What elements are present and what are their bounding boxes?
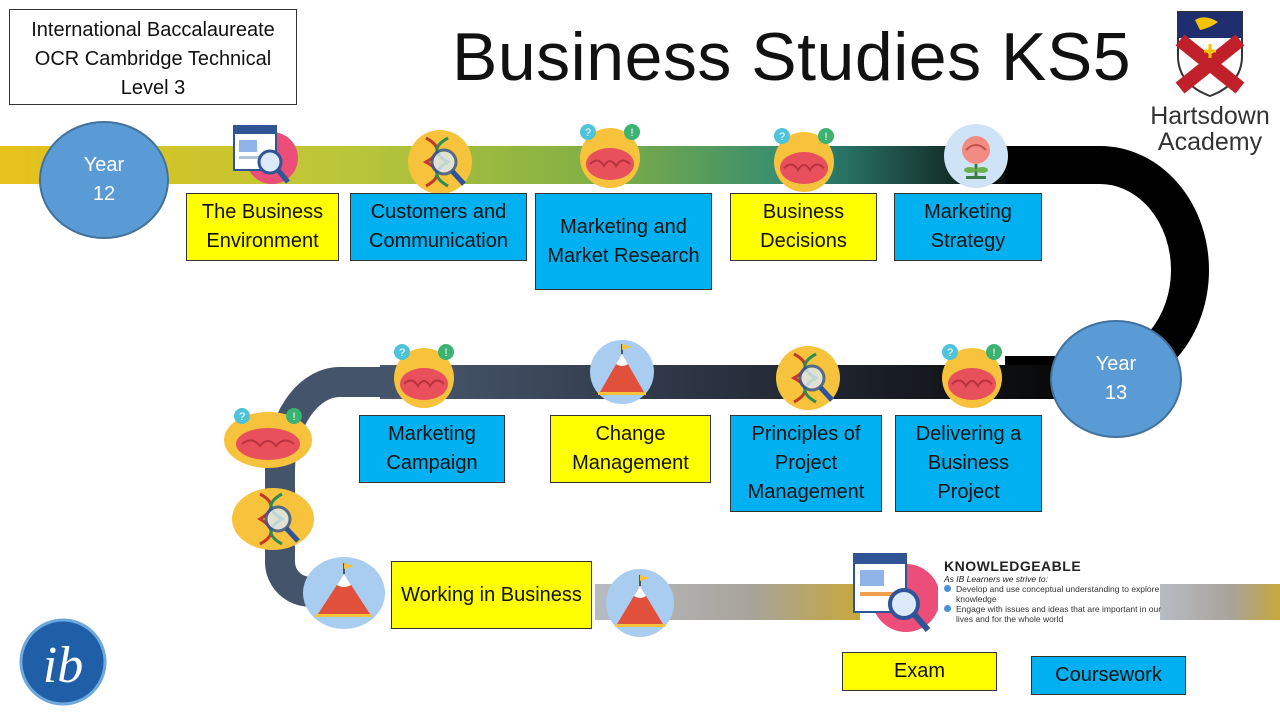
topic-label: Marketing Campaign: [386, 423, 478, 474]
topic-working-in-business: Working in Business: [391, 561, 592, 629]
topic-label: Marketing and Market Research: [547, 215, 700, 267]
legend-coursework-label: Coursework: [1055, 664, 1162, 686]
ib-logo-text: ib: [43, 637, 83, 694]
qualification-box: International Baccalaureate OCR Cambridg…: [9, 9, 297, 105]
topic-marketing-and-market-research: Marketing and Market Research: [535, 193, 712, 290]
brain-plant-icon: [940, 120, 1012, 192]
learner-profile-title: KNOWLEDGEABLE: [944, 558, 1082, 574]
globe-bullet-icon: [944, 605, 951, 612]
mountain-flag-icon: [603, 566, 677, 640]
qualification-line-1: International Baccalaureate: [31, 19, 275, 41]
svg-text:!: !: [630, 127, 633, 139]
learner-profile-item: Engage with issues and ideas that are im…: [944, 604, 1168, 624]
brain-question-icon: ? !: [388, 340, 460, 412]
brain-question-icon: ? !: [222, 402, 314, 470]
topic-label: Marketing Strategy: [924, 201, 1012, 252]
magnifier-document-icon: [226, 120, 298, 192]
svg-text:?: ?: [399, 347, 405, 359]
svg-text:?: ?: [239, 411, 245, 423]
globe-bullet-icon: [944, 585, 951, 592]
topic-label: Business Decisions: [760, 201, 847, 252]
year-12-label: Year: [83, 154, 125, 176]
topic-label: The Business Environment: [201, 201, 324, 252]
year-12-number: 12: [92, 183, 116, 205]
dna-magnifier-icon: [404, 126, 476, 198]
learner-profile-item: Develop and use conceptual understanding…: [944, 584, 1168, 604]
topic-delivering-a-business-project: Delivering a Business Project: [895, 415, 1042, 512]
topic-marketing-campaign: Marketing Campaign: [359, 415, 505, 483]
school-logo: Hartsdown Academy: [1150, 8, 1270, 156]
topic-customers-and-communication: Customers and Communication: [350, 193, 527, 261]
ib-logo: ib: [17, 616, 109, 708]
topic-label: Working in Business: [401, 583, 582, 606]
learner-profile-item-text: Engage with issues and ideas that are im…: [956, 604, 1162, 624]
year-13-label: Year: [1095, 353, 1137, 375]
year-12-marker: Year 12: [39, 121, 169, 239]
mountain-flag-icon: [586, 336, 658, 408]
learner-profile-subtitle: As IB Learners we strive to:: [944, 574, 1048, 584]
svg-text:!: !: [292, 411, 295, 423]
dna-magnifier-icon: [230, 486, 316, 552]
dna-magnifier-icon: [772, 342, 844, 414]
qualification-line-3: Level 3: [120, 77, 186, 99]
topic-the-business-environment: The Business Environment: [186, 193, 339, 261]
school-name-line-2: Academy: [1157, 128, 1263, 156]
topic-business-decisions: Business Decisions: [730, 193, 877, 261]
legend-exam-label: Exam: [893, 660, 946, 682]
legend-coursework: Coursework: [1031, 656, 1186, 695]
brain-question-icon: ? !: [768, 124, 840, 196]
topic-principles-of-project-management: Principles of Project Management: [730, 415, 882, 512]
legend-exam: Exam: [842, 652, 997, 691]
crest-icon: [1175, 11, 1245, 98]
road-bottom-end: [1160, 584, 1280, 620]
svg-text:!: !: [444, 347, 447, 359]
magnifier-document-icon: [850, 550, 940, 636]
page-title: Business Studies KS5: [452, 19, 1132, 95]
topic-label: Delivering a Business Project: [915, 423, 1022, 503]
year-13-number: 13: [1104, 382, 1128, 404]
brain-question-icon: ? !: [574, 120, 646, 192]
svg-text:!: !: [992, 347, 995, 359]
svg-text:?: ?: [585, 127, 591, 139]
topic-label: Change Management: [572, 423, 689, 474]
learner-profile-item-text: Develop and use conceptual understanding…: [956, 584, 1160, 604]
svg-text:?: ?: [947, 347, 953, 359]
svg-text:?: ?: [779, 131, 785, 143]
brain-question-icon: ? !: [936, 340, 1008, 412]
topic-marketing-strategy: Marketing Strategy: [894, 193, 1042, 261]
topic-label: Principles of Project Management: [747, 423, 865, 503]
year-13-marker: Year 13: [1050, 320, 1182, 438]
learner-profile-knowledgeable: KNOWLEDGEABLE As IB Learners we strive t…: [944, 558, 1168, 624]
qualification-line-2: OCR Cambridge Technical: [34, 48, 272, 70]
svg-text:!: !: [824, 131, 827, 143]
topic-change-management: Change Management: [550, 415, 711, 483]
school-name-line-1: Hartsdown: [1150, 102, 1270, 130]
mountain-flag-icon: [302, 556, 386, 630]
topic-label: Customers and Communication: [369, 201, 508, 252]
